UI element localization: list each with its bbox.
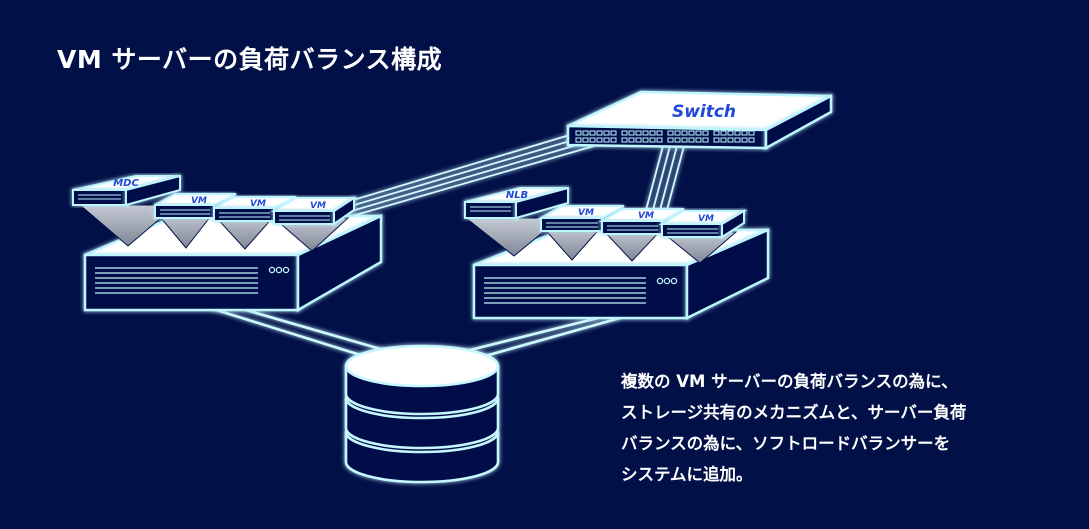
- switch-label: Switch: [672, 102, 736, 122]
- mdc-module: MDC: [72, 174, 181, 207]
- server-status-leds: [268, 266, 290, 274]
- vm-module: VM: [154, 193, 237, 219]
- server-front-vents: [484, 277, 646, 304]
- description-line: ストレージ共有のメカニズムと、サーバー負荷: [621, 403, 967, 422]
- storage-cable-right: [461, 316, 621, 360]
- vm-label: VM: [578, 208, 594, 218]
- description-text: 複数の VM サーバーの負荷バランスの為に、 ストレージ共有のメカニズムと、サー…: [621, 366, 1061, 490]
- vm-label: VM: [638, 211, 654, 221]
- page-title: VM サーバーの負荷バランス構成: [57, 45, 443, 74]
- switch-cable-right: [645, 145, 685, 211]
- description-line: 複数の VM サーバーの負荷バランスの為に、: [621, 372, 958, 391]
- vm-label: VM: [310, 201, 326, 211]
- vm-label: VM: [698, 214, 714, 224]
- storage-cable-left: [209, 304, 385, 360]
- nlb-label: NLB: [506, 190, 528, 201]
- description-line: システムに追加。: [621, 465, 753, 484]
- vm-label: VM: [191, 196, 207, 206]
- nlb-module: NLB: [464, 186, 569, 220]
- mdc-label: MDC: [113, 178, 139, 189]
- vm-module: VM: [270, 196, 358, 226]
- left-host: MDC VM VM VM: [72, 174, 383, 313]
- vm-module: VM: [598, 208, 685, 235]
- vm-label: VM: [250, 199, 266, 209]
- vm-module: VM: [213, 196, 297, 222]
- server-front-vents: [95, 267, 258, 294]
- shared-storage-database: [344, 344, 500, 484]
- description-line: バランスの為に、ソフトロードバランサーを: [621, 434, 951, 453]
- network-switch: Switch: [566, 90, 833, 151]
- server-status-leds: [656, 277, 678, 285]
- right-host: NLB VM VM VM: [464, 186, 770, 321]
- vm-module: VM: [658, 209, 748, 239]
